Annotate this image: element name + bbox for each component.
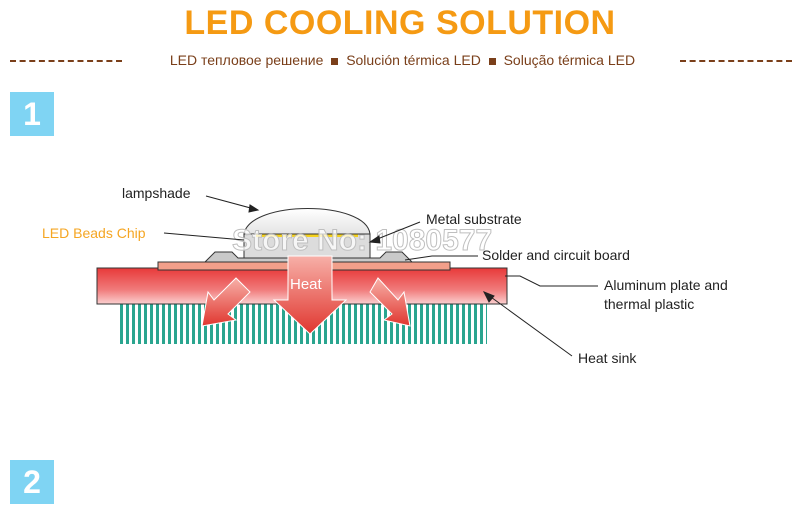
step-badge-1: 1: [10, 92, 54, 136]
heat-arrows: Heat: [201, 255, 411, 335]
label-led-beads-chip: LED Beads Chip: [42, 225, 146, 241]
subtitle-portuguese: Solução térmica LED: [503, 52, 636, 68]
label-thermal-plastic: thermal plastic: [604, 296, 694, 312]
label-lampshade: lampshade: [122, 185, 191, 201]
metal-substrate: [203, 251, 414, 263]
heat-arrow-left: [201, 277, 251, 327]
lampshade-dome: [243, 208, 371, 235]
dashed-divider-left: [10, 60, 122, 62]
subtitle-russian: LED тепловое решение: [169, 52, 324, 68]
heat-arrow-right: [369, 277, 411, 327]
subtitle: LED тепловое решение Solución térmica LE…: [130, 52, 675, 68]
heat-label: Heat: [290, 276, 323, 293]
dashed-divider-right: [680, 60, 792, 62]
heat-arrow-center: [272, 255, 348, 335]
subtitle-row: LED тепловое решение Solución térmica LE…: [0, 50, 800, 72]
label-metal-substrate: Metal substrate: [426, 211, 522, 227]
subtitle-spanish: Solución térmica LED: [346, 52, 481, 68]
square-bullet-icon: [331, 57, 339, 65]
square-bullet-icon: [488, 57, 496, 65]
store-watermark: Store No: 1080577: [232, 224, 492, 257]
label-heat-sink: Heat sink: [578, 350, 637, 366]
page-title: LED COOLING SOLUTION: [184, 4, 616, 42]
label-solder-circuit-board: Solder and circuit board: [482, 247, 630, 263]
label-aluminum-plate: Aluminum plate and: [604, 277, 728, 293]
step-badge-2: 2: [10, 460, 54, 504]
